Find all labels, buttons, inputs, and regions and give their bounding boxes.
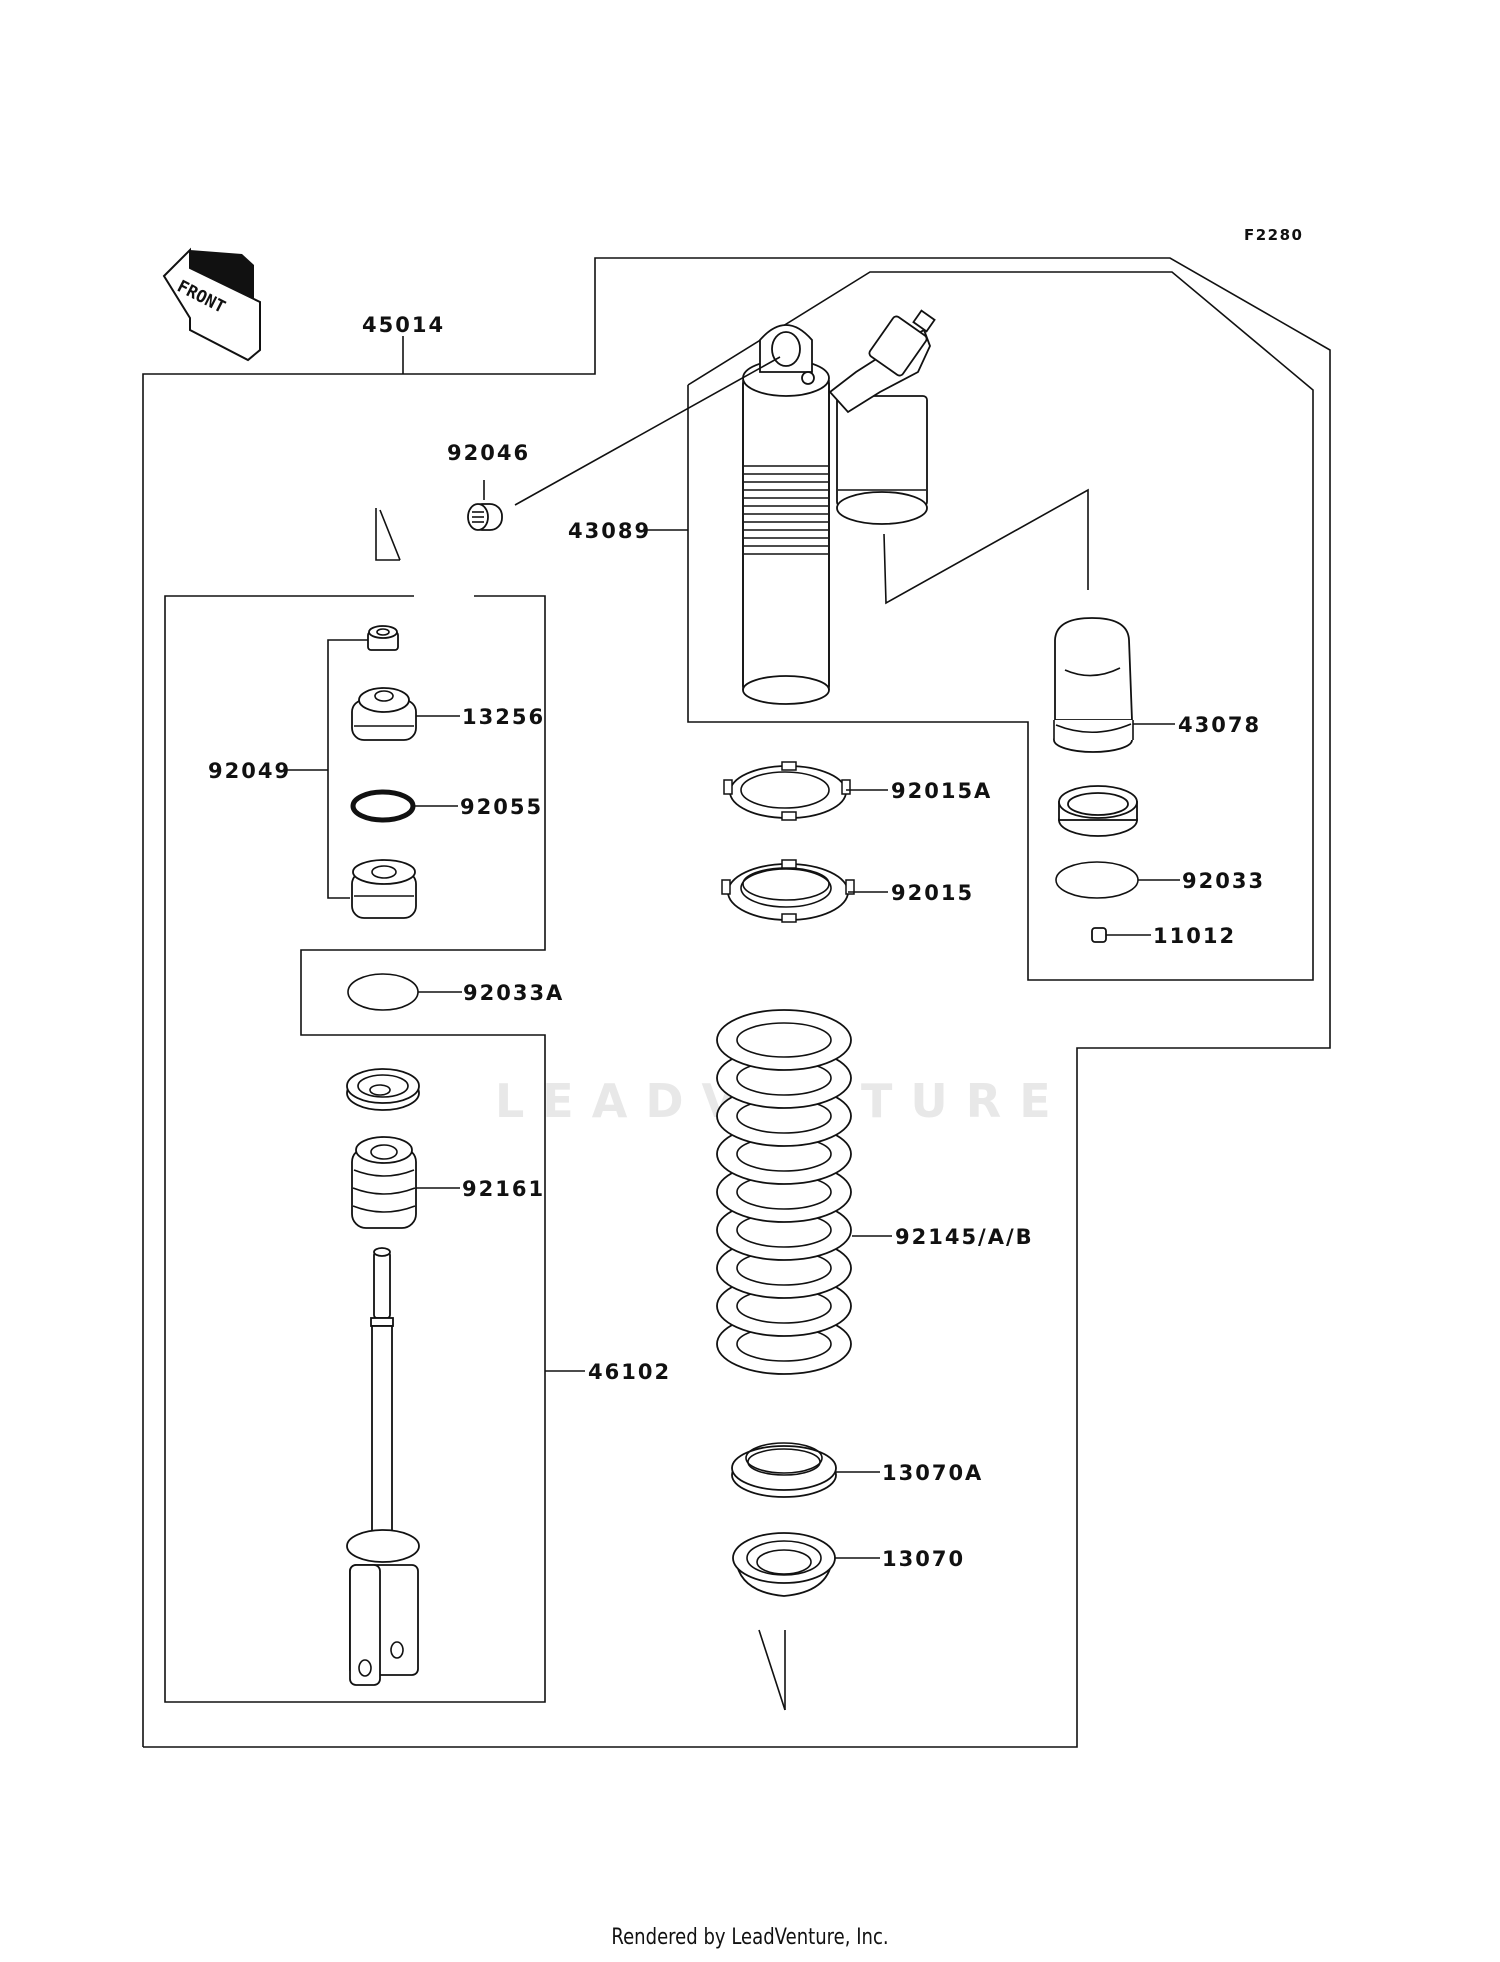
part-label-45014[interactable]: 45014 bbox=[362, 313, 445, 337]
part-label-92145[interactable]: 92145/A/B bbox=[895, 1225, 1034, 1249]
o-ring-92055[interactable] bbox=[350, 789, 416, 823]
circlip-92033[interactable] bbox=[1055, 861, 1139, 899]
rod-assembly-46102-boundary bbox=[164, 508, 585, 1703]
part-label-92033[interactable]: 92033 bbox=[1182, 869, 1265, 893]
part-label-92161[interactable]: 92161 bbox=[462, 1177, 545, 1201]
shock-body-43089[interactable] bbox=[742, 309, 936, 705]
part-label-92015[interactable]: 92015 bbox=[891, 881, 974, 905]
lock-nut-92015A[interactable] bbox=[723, 761, 851, 821]
part-label-11012[interactable]: 11012 bbox=[1153, 924, 1236, 948]
cap-11012[interactable] bbox=[1091, 927, 1107, 943]
leader-92046-to-eye bbox=[514, 356, 781, 506]
bushing-lower[interactable] bbox=[351, 859, 417, 919]
circlip-92033A[interactable] bbox=[347, 973, 419, 1011]
spring-coil bbox=[716, 1009, 852, 1071]
stopper-plate[interactable] bbox=[346, 1068, 420, 1111]
part-label-92033A[interactable]: 92033A bbox=[463, 981, 564, 1005]
part-label-92055[interactable]: 92055 bbox=[460, 795, 543, 819]
nut[interactable] bbox=[367, 625, 399, 651]
part-label-92049[interactable]: 92049 bbox=[208, 759, 291, 783]
part-label-43089[interactable]: 43089 bbox=[568, 519, 651, 543]
piston-rod-46102[interactable] bbox=[346, 1247, 420, 1686]
pointer-bottom bbox=[758, 1629, 786, 1711]
spring-coil-inner bbox=[736, 1022, 832, 1058]
reservoir-bladder-43078[interactable] bbox=[1053, 617, 1134, 753]
part-label-46102[interactable]: 46102 bbox=[588, 1360, 671, 1384]
spring-92145[interactable] bbox=[716, 1009, 852, 1375]
part-label-13070[interactable]: 13070 bbox=[882, 1547, 965, 1571]
leader-43078-group bbox=[883, 488, 1089, 605]
bump-rubber-92161[interactable] bbox=[351, 1136, 417, 1229]
spring-seat-13070[interactable] bbox=[732, 1532, 836, 1597]
part-label-92046[interactable]: 92046 bbox=[447, 441, 530, 465]
part-label-13070A[interactable]: 13070A bbox=[882, 1461, 983, 1485]
shock-body-43089-boundary bbox=[646, 271, 1314, 981]
needle-bearing-92046[interactable] bbox=[467, 503, 503, 531]
spring-guide-13070A[interactable] bbox=[731, 1442, 837, 1498]
part-label-43078[interactable]: 43078 bbox=[1178, 713, 1261, 737]
footer-credit: Rendered by LeadVenture, Inc. bbox=[611, 1925, 889, 1950]
front-arrow-icon: FRONT bbox=[162, 247, 261, 362]
figure-code: F2280 bbox=[1244, 226, 1304, 244]
bushing-13256[interactable] bbox=[351, 687, 417, 741]
bracket-92049 bbox=[327, 639, 368, 899]
reservoir-cap[interactable] bbox=[1058, 785, 1138, 837]
part-label-92015A[interactable]: 92015A bbox=[891, 779, 992, 803]
assembly-45014-boundary bbox=[142, 257, 1331, 1748]
part-label-13256[interactable]: 13256 bbox=[462, 705, 545, 729]
adjust-nut-92015[interactable] bbox=[721, 859, 855, 923]
